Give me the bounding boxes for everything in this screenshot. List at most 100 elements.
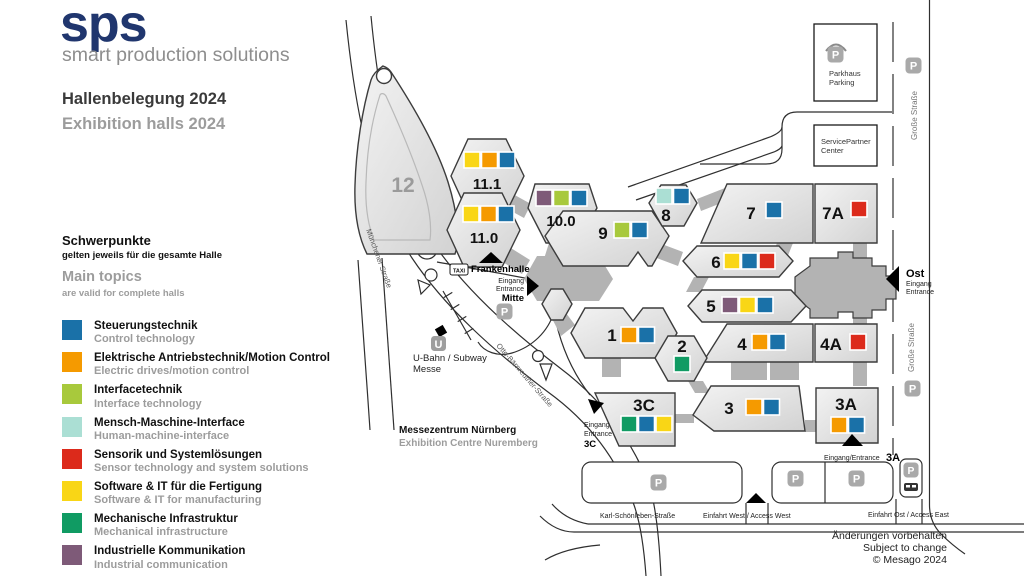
footer-note: Änderungen vorbehalten Subject to change… [832, 530, 947, 567]
legend-label-de: Software & IT für die Fertigung [94, 480, 263, 493]
hall-5-chips [721, 296, 774, 314]
legend-swatch-control [62, 320, 82, 340]
taxi-sign: TAXI [449, 263, 469, 276]
hall-3c-chips [620, 415, 673, 433]
servicepartner-building [813, 124, 878, 167]
legend-label-de: Mechanische Infrastruktur [94, 513, 238, 526]
ost-eingang-label: Eingang [906, 281, 932, 288]
legend-label-de: Steuerungstechnik [94, 320, 198, 332]
hall-11-0-label: 11.0 [470, 230, 498, 247]
legend-label-en: Industrial communication [94, 558, 228, 571]
hall-7-label: 7 [746, 204, 755, 223]
page-title-de: Hallenbelegung 2024 [62, 90, 227, 108]
hall-2-label: 2 [677, 337, 686, 356]
subway-station-icon: U [431, 336, 446, 351]
hall-12-tip [375, 67, 393, 85]
legend-swatch-software [62, 480, 82, 501]
legend-label-de: Interfacetechnik [94, 384, 183, 397]
ost-label: Ost [906, 268, 925, 280]
legend-label-en: Human-machine-interface [94, 429, 230, 442]
hall-3a-label: 3A [835, 395, 857, 414]
legend-item-interface: Interfacetechnik Interface technology [62, 384, 342, 410]
grosse-strasse-label-north: Große Straße [910, 91, 919, 140]
frankenhalle-arrow [479, 252, 503, 263]
legend-swatch-hmi [62, 416, 82, 437]
parking-garage-roof-icon [825, 43, 847, 52]
footer-note-en: Subject to change [862, 542, 947, 555]
hall-5-label: 5 [706, 297, 715, 316]
road-direction-arrow [417, 279, 432, 296]
svg-text:U: U [435, 339, 443, 351]
ost-entrance-building [794, 251, 897, 319]
legend-label-en: Interface technology [94, 397, 202, 410]
ost-entrance-label: Entrance [906, 289, 934, 296]
hall-7-shape [699, 183, 814, 244]
legend-item-communication: Industrielle Kommunikation Industrial co… [62, 545, 342, 571]
hall-11-1-chips [463, 151, 516, 169]
hall-3a-chips [830, 416, 866, 434]
legend-label-de: Industrielle Kommunikation [94, 545, 246, 558]
parkhaus-building [813, 23, 878, 102]
venue-name-en: Exhibition Centre Nuremberg [399, 438, 538, 449]
railway-line [442, 290, 472, 341]
legend-item-drives: Elektrische Antriebstechnik/Motion Contr… [62, 352, 342, 378]
servicepartner-center-label: Center [821, 146, 844, 155]
gate3a-label: 3A [886, 452, 900, 464]
mitte-eingang-label: Eingang [498, 278, 524, 285]
hall-6-label: 6 [711, 253, 720, 272]
mini-roundabout [424, 268, 438, 282]
mitte-entrance-building [524, 256, 613, 301]
hall-9-chips [613, 221, 649, 239]
legend-swatch-interface [62, 384, 82, 405]
hall-12-label: 12 [391, 174, 414, 197]
hall-4a-chips [849, 333, 867, 351]
legend-item-sensor: Sensorik und Systemlösungen Sensor techn… [62, 448, 342, 475]
station-marker [434, 324, 448, 338]
hall-7a-label: 7A [822, 204, 844, 223]
footer-note-de: Änderungen vorbehalten [831, 530, 947, 542]
svg-text:TAXI: TAXI [453, 269, 466, 275]
karl-schoenleben-strasse-label: Karl-Schönleben-Straße [600, 513, 675, 520]
legend-item-mechanical: Mechanische Infrastruktur Mechanical inf… [62, 513, 342, 539]
hall-labels: 12 11.1 11.0 10.0 9 8 7 7A 6 5 4 4A 1 2 … [391, 174, 857, 418]
legend-swatch-sensor [62, 448, 82, 469]
gate3c-entrance-label: Entrance [584, 431, 612, 438]
sps-logo: sps [60, 0, 148, 53]
venue-name: Messezentrum Nürnberg Exhibition Centre … [399, 425, 538, 449]
legend-swatch-drives [62, 352, 82, 373]
legend: Steuerungstechnik Control technology Ele… [62, 320, 342, 576]
legend-subheading-en: are valid for complete halls [62, 288, 185, 299]
hall-10-0-label: 10.0 [546, 213, 575, 230]
hall-10-0-chips [535, 189, 588, 207]
mitte-entrance-label: Entrance [496, 286, 524, 293]
gate3c-eingang-label: Eingang [584, 422, 610, 429]
legend-item-software: Software & IT für die Fertigung Software… [62, 480, 342, 507]
page-title-en: Exhibition halls 2024 [62, 115, 226, 133]
footer-copyright: © Mesago 2024 [872, 554, 947, 567]
legend-heading-en: Main topics [62, 269, 142, 285]
legend-label-en: Software & IT for manufacturing [94, 494, 262, 507]
parkhaus-label-en: Parking [829, 78, 854, 87]
access-west-arrow [746, 493, 766, 503]
messe-label: Messe [413, 364, 441, 375]
hall-4-chips [751, 333, 787, 351]
buildings: Parkhaus Parking ServicePartner Center [431, 23, 923, 504]
hall-2-chips [673, 355, 691, 373]
hall-3-label: 3 [724, 399, 733, 418]
hall-topic-chips [462, 151, 868, 434]
logo-subtitle: smart production solutions [62, 44, 290, 66]
legend-label-en: Control technology [94, 333, 195, 346]
hall-11-1-label: 11.1 [473, 176, 501, 193]
hall-7a-shape [814, 183, 878, 244]
road-direction-arrow [539, 363, 553, 382]
legend-item-hmi: Mensch-Maschine-Interface Human-machine-… [62, 416, 342, 443]
legend-label-de: Elektrische Antriebstechnik/Motion Contr… [94, 352, 330, 365]
hall-4a-label: 4A [820, 335, 842, 354]
ost-entrance-arrow [886, 266, 899, 292]
mitte-entrance-arrow [527, 276, 539, 296]
hall-4-label: 4 [737, 335, 747, 354]
grosse-strasse-label-south: Große Straße [907, 323, 916, 372]
hall-8-label: 8 [661, 206, 670, 225]
